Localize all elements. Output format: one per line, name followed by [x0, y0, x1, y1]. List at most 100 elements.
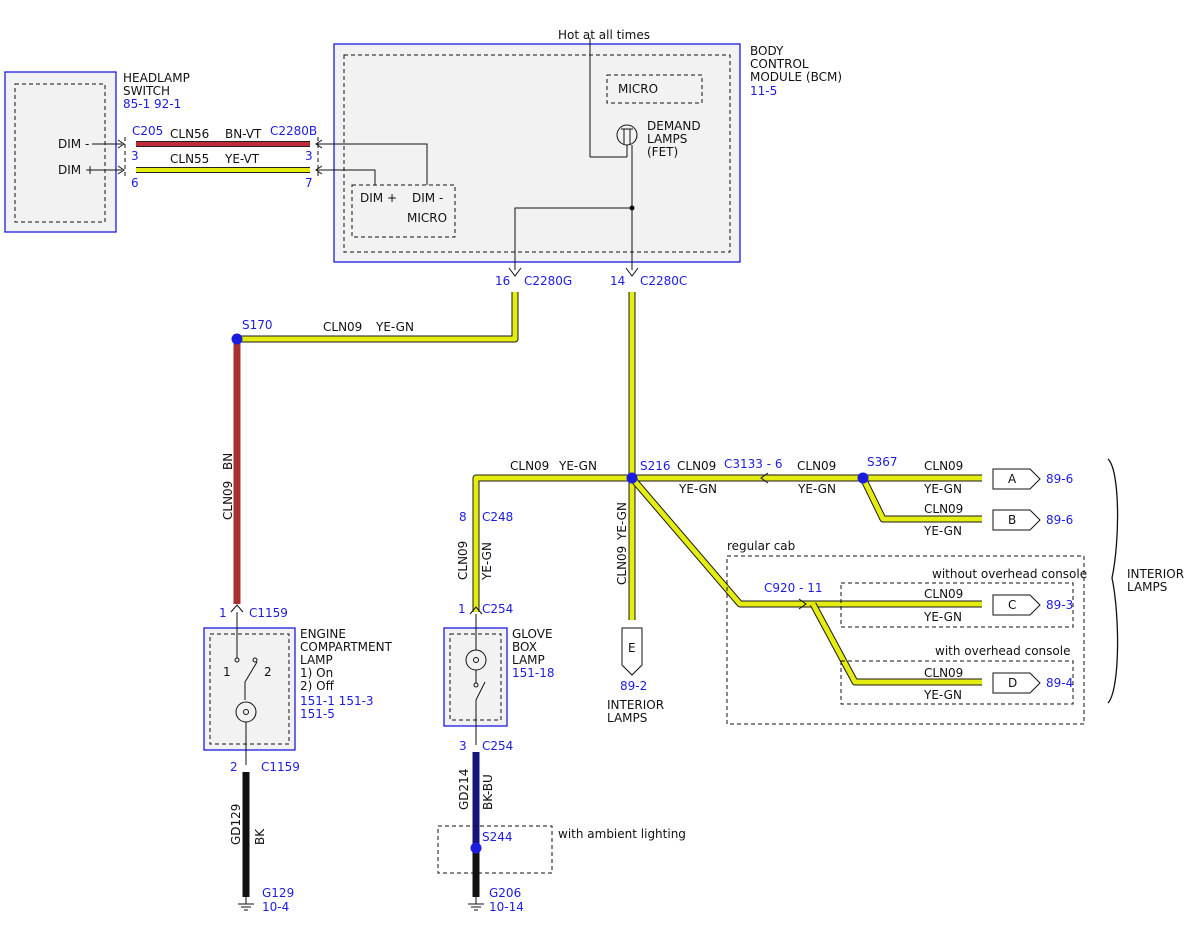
svg-text:C254: C254	[482, 739, 513, 753]
svg-text:C2280G: C2280G	[524, 274, 572, 288]
svg-text:YE-VT: YE-VT	[224, 152, 260, 166]
svg-text:DIM +: DIM +	[360, 191, 397, 205]
svg-text:GD214: GD214	[457, 769, 471, 810]
svg-text:16: 16	[495, 274, 510, 288]
headlamp-switch: HEADLAMP SWITCH 85-1 92-1 DIM - DIM +	[4, 71, 190, 233]
svg-text:DEMAND: DEMAND	[647, 119, 701, 133]
svg-text:A: A	[1008, 472, 1017, 486]
connector-c920: C920 - 11	[764, 581, 823, 610]
svg-text:2) Off: 2) Off	[300, 679, 335, 693]
wire-cln56: CLN56 BN-VT	[136, 127, 310, 147]
tag-b: B 89-6	[992, 509, 1073, 531]
svg-text:YE-GN: YE-GN	[797, 482, 836, 496]
svg-text:1: 1	[458, 602, 466, 616]
svg-text:COMPARTMENT: COMPARTMENT	[300, 640, 393, 654]
svg-text:GLOVE: GLOVE	[512, 627, 553, 641]
svg-text:BN-VT: BN-VT	[225, 127, 262, 141]
svg-text:C2280C: C2280C	[640, 274, 687, 288]
svg-text:C3133 - 6: C3133 - 6	[724, 457, 783, 471]
svg-text:6: 6	[131, 176, 139, 190]
svg-text:3: 3	[305, 149, 313, 163]
tag-d: D 89-4	[992, 672, 1073, 694]
ground-g129: G129	[262, 886, 294, 900]
ground-g206: G206	[489, 886, 521, 900]
svg-text:89-2: 89-2	[620, 679, 647, 693]
svg-text:D: D	[1008, 676, 1017, 690]
svg-text:LAMPS: LAMPS	[1127, 580, 1167, 594]
splice-s216: S216	[626, 459, 671, 484]
wire-cln09-ye-gn	[237, 292, 982, 686]
svg-text:DIM -: DIM -	[412, 191, 443, 205]
pin-dim-minus: DIM -	[58, 137, 89, 151]
svg-text:S170: S170	[242, 318, 273, 332]
svg-text:151-5: 151-5	[300, 707, 335, 721]
svg-text:YE-GN: YE-GN	[375, 320, 414, 334]
svg-text:(FET): (FET)	[647, 145, 678, 159]
svg-text:INTERIOR: INTERIOR	[607, 698, 664, 712]
tag-c: C 89-3	[992, 594, 1073, 616]
svg-text:2: 2	[264, 665, 272, 679]
svg-text:C1159: C1159	[249, 606, 288, 620]
svg-text:89-6: 89-6	[1046, 472, 1073, 486]
svg-text:YE-GN: YE-GN	[923, 482, 962, 496]
svg-text:10-4: 10-4	[262, 900, 289, 914]
svg-text:GD129: GD129	[229, 804, 243, 845]
svg-text:YE-GN: YE-GN	[678, 482, 717, 496]
svg-text:ENGINE: ENGINE	[300, 627, 346, 641]
svg-text:CLN09: CLN09	[323, 320, 362, 334]
wire-cln09-bn: CLN09 BN	[221, 339, 241, 604]
svg-text:CLN56: CLN56	[170, 127, 209, 141]
svg-text:LAMP: LAMP	[512, 653, 545, 667]
svg-text:C920 - 11: C920 - 11	[764, 581, 823, 595]
svg-text:LAMP: LAMP	[300, 653, 333, 667]
svg-text:LAMPS: LAMPS	[647, 132, 687, 146]
splice-s170: S170	[231, 318, 273, 345]
svg-text:CLN09: CLN09	[221, 481, 235, 520]
svg-text:MICRO: MICRO	[407, 211, 447, 225]
svg-text:LAMPS: LAMPS	[607, 711, 647, 725]
svg-text:2: 2	[230, 760, 238, 774]
svg-text:YE-GN: YE-GN	[923, 524, 962, 538]
pin-dim-plus: DIM +	[58, 163, 95, 177]
svg-text:S216: S216	[640, 459, 671, 473]
svg-text:regular cab: regular cab	[727, 539, 795, 553]
svg-text:BOX: BOX	[512, 640, 537, 654]
svg-text:CLN09: CLN09	[615, 546, 629, 585]
svg-text:HEADLAMP: HEADLAMP	[123, 71, 190, 85]
svg-text:CLN09: CLN09	[510, 459, 549, 473]
svg-text:CLN09: CLN09	[924, 502, 963, 516]
svg-text:89-3: 89-3	[1046, 598, 1073, 612]
svg-text:151-1 151-3: 151-1 151-3	[300, 694, 374, 708]
wire-cln55: CLN55 YE-VT	[136, 152, 310, 173]
svg-text:151-18: 151-18	[512, 666, 555, 680]
svg-text:3: 3	[459, 739, 467, 753]
interior-lamps-brace: INTERIOR LAMPS	[1107, 458, 1184, 704]
svg-text:C2280B: C2280B	[270, 124, 317, 138]
svg-text:BK: BK	[253, 828, 267, 845]
svg-text:1: 1	[219, 606, 227, 620]
svg-text:CLN09: CLN09	[924, 666, 963, 680]
svg-text:YE-GN: YE-GN	[615, 502, 629, 541]
svg-text:CLN55: CLN55	[170, 152, 209, 166]
svg-text:INTERIOR: INTERIOR	[1127, 567, 1184, 581]
svg-text:YE-GN: YE-GN	[923, 610, 962, 624]
tag-a: A 89-6	[992, 468, 1073, 490]
regular-cab-region: regular cab without overhead console wit…	[726, 539, 1087, 725]
svg-text:MODULE (BCM): MODULE (BCM)	[750, 70, 842, 84]
svg-text:C248: C248	[482, 510, 513, 524]
svg-text:1) On: 1) On	[300, 666, 333, 680]
svg-text:BN: BN	[221, 453, 235, 470]
svg-text:CLN09: CLN09	[924, 587, 963, 601]
engine-compartment-lamp: 1 C1159 1 2 ENGINE COMPARTMENT LAMP 1) O…	[203, 604, 393, 774]
svg-text:CLN09: CLN09	[677, 459, 716, 473]
svg-text:without overhead console: without overhead console	[932, 567, 1087, 581]
svg-text:YE-GN: YE-GN	[480, 542, 494, 581]
splice-s367: S367	[857, 455, 898, 484]
svg-text:3: 3	[131, 149, 139, 163]
svg-text:S244: S244	[482, 830, 513, 844]
svg-text:10-14: 10-14	[489, 900, 524, 914]
svg-text:B: B	[1008, 513, 1016, 527]
connector-c205: C205 3 6 C2280B 3 7	[124, 124, 319, 190]
svg-text:C: C	[1008, 598, 1016, 612]
